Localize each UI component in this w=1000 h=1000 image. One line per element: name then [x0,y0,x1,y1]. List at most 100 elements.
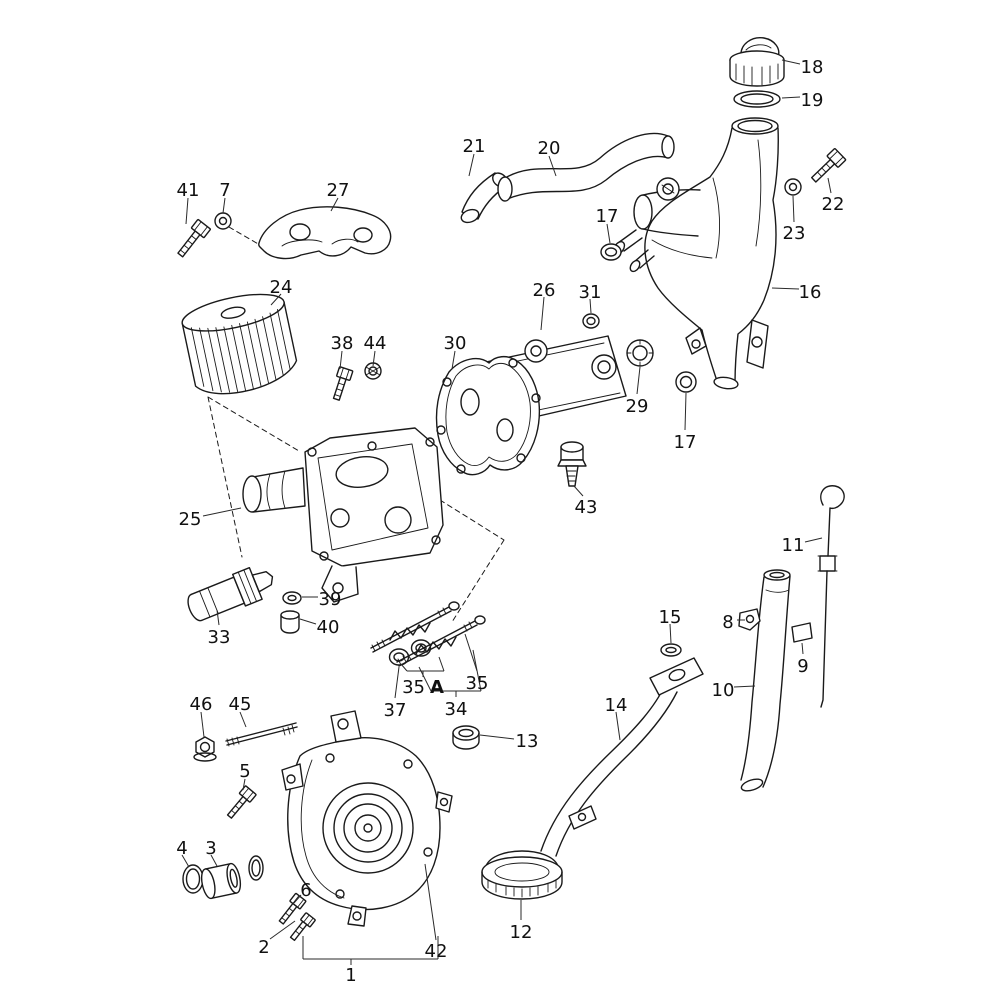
leader-line [684,392,687,431]
callout-9: 9 [797,656,808,677]
nut-44 [364,362,382,380]
callout-44: 44 [364,333,387,354]
callout-45: 45 [229,694,252,715]
plug-40 [280,610,300,634]
callout-10: 10 [712,680,735,701]
bolt-5 [226,785,257,819]
bracket-27 [258,206,392,260]
callout-23: 23 [783,223,806,244]
callout-38: 38 [331,333,354,354]
oil-pump-1 [281,710,453,927]
leader-line [216,609,220,626]
callout-41: 41 [177,180,200,201]
leader-line [200,711,205,738]
callout-5: 5 [239,761,250,782]
callout-7: 7 [219,180,230,201]
filter-housing-25 [207,396,505,623]
leader-line [781,96,801,99]
leader-line [771,287,800,290]
callout-22: 22 [822,194,845,215]
callout-26: 26 [533,280,556,301]
leader-line [438,656,445,672]
callout-19: 19 [801,90,824,111]
dipstick-tube-10 [740,569,791,792]
leader-line [669,623,672,644]
callout-40: 40 [317,617,340,638]
leader-line [827,177,832,194]
callout-27: 27 [327,180,350,201]
callout-39: 39 [319,589,342,610]
dipstick-11 [817,485,845,708]
oring-17-upper [600,243,622,261]
leader-line [202,507,242,517]
leader-line [185,197,189,225]
callout-42: 42 [425,941,448,962]
callout-20: 20 [538,138,561,159]
leader-line [270,293,282,306]
leader-line [733,685,756,688]
seal-ring [248,855,264,881]
leader-line [792,195,795,223]
oring-31 [582,313,600,329]
callout-4: 4 [176,838,187,859]
callout-17: 17 [596,206,619,227]
callout-25: 25 [179,509,202,530]
leader-line [210,854,218,867]
tag-9 [791,622,813,643]
leader-line [589,298,592,314]
seal-15 [660,643,682,657]
leader-line [636,366,641,395]
pickup-tube-14 [540,657,704,857]
bolt-6 [278,892,307,925]
stud-45 [225,722,298,747]
leader-line [222,197,226,214]
leader-line [472,649,482,692]
washer-23 [784,178,802,196]
callout-15: 15 [659,607,682,628]
leader-line [540,296,545,331]
callout-14: 14 [605,695,628,716]
oring-19 [733,90,781,108]
leader-line [548,155,557,177]
leader-line [181,854,190,868]
leader-line [464,633,478,672]
leader-line [615,711,621,741]
leader-line [299,618,317,625]
seal-29 [626,339,654,367]
callout-43: 43 [575,497,598,518]
stud-assembly-34-35 [370,601,486,667]
callout-3: 3 [205,838,216,859]
callout-37: 37 [384,700,407,721]
callout-30: 30 [444,333,467,354]
fitting-43 [557,441,587,487]
callout-21: 21 [463,136,486,157]
leader-line [339,350,343,370]
leader-line [781,59,801,65]
hose-20 [497,132,675,202]
leader-line [573,485,584,497]
callout-33: 33 [208,627,231,648]
leader-line [801,642,804,655]
leader-line [239,711,247,728]
washer-7 [214,212,261,246]
oring-4 [182,864,204,894]
leader-line [269,920,296,940]
bolt-2 [289,912,316,942]
leader-lines [181,59,832,965]
cap-18 [729,37,785,87]
leader-line [372,350,376,367]
leader-line [418,666,432,692]
callout-31: 31 [579,282,602,303]
clamp-8 [738,608,761,631]
leader-line [400,663,408,672]
callout-6: 6 [300,880,311,901]
seal-13 [452,725,480,750]
leader-line [804,537,823,543]
strainer-12 [481,850,563,900]
leader-line [330,197,339,212]
bolt-22 [810,148,847,183]
oil-filter-24 [181,293,298,395]
leader-line [606,223,611,244]
callout-12: 12 [510,922,533,943]
